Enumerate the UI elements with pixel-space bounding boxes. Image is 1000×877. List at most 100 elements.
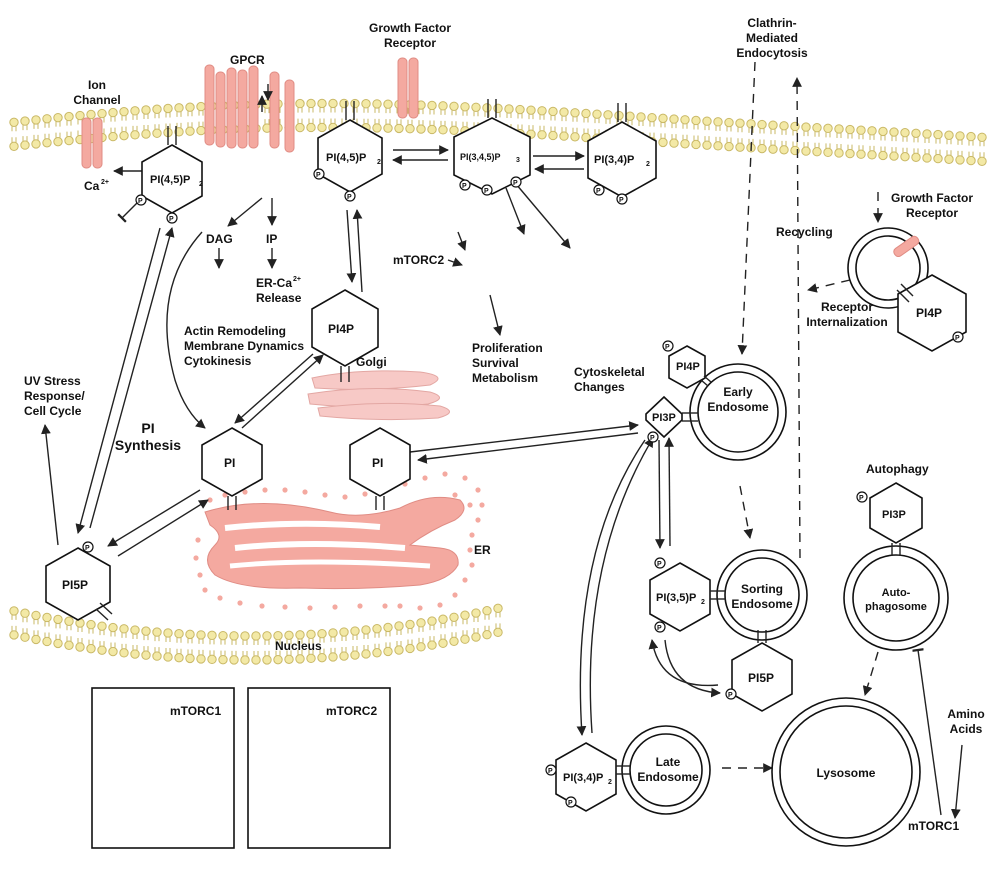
receptor-internalization-vesicle xyxy=(847,227,929,309)
proliferation-label-1: Proliferation xyxy=(472,341,543,355)
svg-text:P: P xyxy=(316,172,321,179)
early-endosome-vesicle xyxy=(689,363,787,461)
autophagosome-label-1: Auto- xyxy=(882,587,911,599)
ip-label: IP xyxy=(266,232,277,246)
svg-text:PI(4,5)P: PI(4,5)P xyxy=(150,174,190,186)
svg-text:P: P xyxy=(619,197,624,204)
svg-text:P: P xyxy=(462,183,467,190)
svg-text:P: P xyxy=(859,495,864,502)
early-endosome-label-1: Early xyxy=(723,385,753,399)
svg-text:2: 2 xyxy=(199,181,203,188)
sorting-endosome-vesicle xyxy=(716,549,808,641)
pi45p2-center: PI(4,5)P 2 P P xyxy=(313,101,383,202)
svg-text:P: P xyxy=(657,561,662,568)
uv-stress-label-1: UV Stress xyxy=(24,374,81,388)
pi4p-early-endosome: PI4P P xyxy=(662,340,712,389)
er-label: ER xyxy=(474,543,491,557)
mtorc2-box: mTORC2 xyxy=(247,687,391,849)
svg-text:P: P xyxy=(484,188,489,195)
pi4p-receptor: PI4P P xyxy=(896,274,967,352)
golgi-apparatus xyxy=(307,370,450,421)
growth-factor-receptor-top xyxy=(397,57,419,119)
clathrin-label-2: Mediated xyxy=(746,31,798,45)
svg-text:PI(3,4)P: PI(3,4)P xyxy=(594,154,634,166)
amino-acids-label-2: Acids xyxy=(950,722,983,736)
nucleus-label: Nucleus xyxy=(275,639,322,653)
svg-text:P: P xyxy=(955,335,960,342)
pi-synthesis-label-1: PI xyxy=(141,420,154,436)
pi345p3: PI(3,4,5)P 3 P P P xyxy=(453,99,531,196)
mtorc2-box-title: mTORC2 xyxy=(326,704,377,718)
pi3p-early-endosome: PI3P P xyxy=(645,395,698,443)
growth-factor-receptor-top-label-2: Receptor xyxy=(384,36,436,50)
mtorc1-label: mTORC1 xyxy=(908,819,959,833)
amino-acids-label-1: Amino xyxy=(947,707,984,721)
autophagosome-vesicle xyxy=(843,545,949,651)
receptor-internalization-label-2: Internalization xyxy=(806,315,887,329)
pi34p2-late: PI(3,4)P 2 P P xyxy=(545,742,630,812)
pi-synthesis-label-2: Synthesis xyxy=(115,437,181,453)
svg-text:PI5P: PI5P xyxy=(748,671,774,685)
endoplasmic-reticulum xyxy=(193,471,485,611)
growth-factor-receptor-right-label-1: Growth Factor xyxy=(891,191,973,205)
svg-text:PI: PI xyxy=(224,456,235,470)
er-calcium-label-2: Release xyxy=(256,291,302,305)
svg-text:PI5P: PI5P xyxy=(62,578,88,592)
dag-label: DAG xyxy=(206,232,233,246)
calcium-superscript: 2+ xyxy=(101,179,109,186)
lysosome-label: Lysosome xyxy=(817,766,876,780)
gpcr-receptor xyxy=(204,64,295,153)
proliferation-label-3: Metabolism xyxy=(472,371,538,385)
svg-text:P: P xyxy=(138,198,143,205)
svg-text:P: P xyxy=(650,435,655,442)
ion-channel-label-2: Channel xyxy=(73,93,120,107)
pi35p2: PI(3,5)P 2 P P xyxy=(649,557,726,633)
svg-text:PI(3,5)P: PI(3,5)P xyxy=(656,592,696,604)
svg-text:P: P xyxy=(347,194,352,201)
actin-label-3: Cytokinesis xyxy=(184,354,252,368)
mtorc1-box: mTORC1 xyxy=(91,687,235,849)
svg-text:2: 2 xyxy=(646,161,650,168)
proliferation-label-2: Survival xyxy=(472,356,519,370)
svg-text:P: P xyxy=(85,545,90,552)
ion-channel-label-1: Ion xyxy=(88,78,106,92)
svg-text:PI(4,5)P: PI(4,5)P xyxy=(326,152,366,164)
svg-text:P: P xyxy=(513,180,518,187)
er-calcium-label-1: ER-Ca xyxy=(256,276,292,290)
pi-right: PI xyxy=(349,427,411,510)
pi5p-left: PI5P P xyxy=(45,541,113,621)
svg-text:PI(3,4)P: PI(3,4)P xyxy=(563,772,603,784)
pi45p2-left: PI(4,5)P 2 P P xyxy=(135,126,203,224)
clathrin-label-3: Endocytosis xyxy=(736,46,808,60)
svg-text:P: P xyxy=(548,768,553,775)
svg-text:P: P xyxy=(596,188,601,195)
lysosome-vesicle xyxy=(771,697,921,847)
pi3p-autophagosome: PI3P P xyxy=(856,482,923,556)
uv-stress-label-3: Cell Cycle xyxy=(24,404,82,418)
svg-text:P: P xyxy=(657,625,662,632)
cytoskeletal-label-2: Changes xyxy=(574,380,625,394)
late-endosome-label-1: Late xyxy=(656,755,681,769)
cytoskeletal-label-1: Cytoskeletal xyxy=(574,365,645,379)
nuclear-membrane xyxy=(9,603,503,665)
late-endosome-label-2: Endosome xyxy=(637,770,699,784)
gpcr-label: GPCR xyxy=(230,53,265,67)
sorting-endosome-label-2: Endosome xyxy=(731,597,793,611)
receptor-internalization-label-1: Receptor xyxy=(821,300,873,314)
svg-text:PI(3,4,5)P: PI(3,4,5)P xyxy=(460,152,501,162)
svg-text:PI4P: PI4P xyxy=(328,322,354,336)
mtorc1-box-title: mTORC1 xyxy=(170,704,221,718)
svg-text:PI3P: PI3P xyxy=(882,509,906,521)
actin-label-2: Membrane Dynamics xyxy=(184,339,304,353)
svg-text:PI3P: PI3P xyxy=(652,412,676,424)
svg-text:P: P xyxy=(169,216,174,223)
ion-channel xyxy=(81,117,103,169)
svg-text:2: 2 xyxy=(608,779,612,786)
svg-text:3: 3 xyxy=(516,157,520,164)
autophagosome-label-2: phagosome xyxy=(865,601,927,613)
svg-text:PI4P: PI4P xyxy=(676,361,700,373)
pi34p2-top: PI(3,4)P 2 P P xyxy=(587,103,657,205)
autophagy-label: Autophagy xyxy=(866,462,929,476)
svg-text:2: 2 xyxy=(377,159,381,166)
